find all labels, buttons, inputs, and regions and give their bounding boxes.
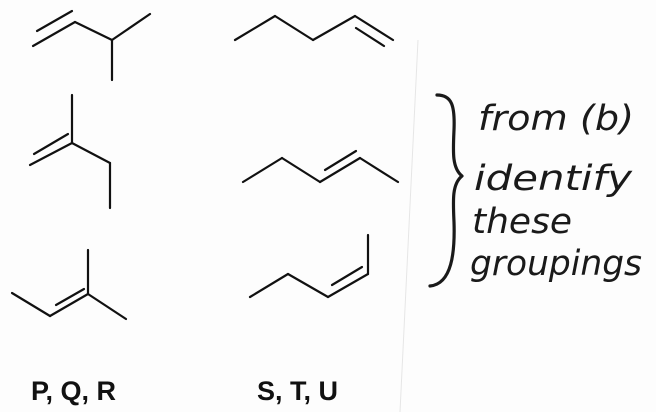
bond [31, 20, 77, 48]
bond [73, 20, 114, 42]
bond [280, 156, 322, 184]
bond [241, 156, 284, 184]
double-bond-line [330, 265, 364, 287]
bond [28, 141, 74, 167]
molecule-t: trans-pent-2-ene [241, 149, 400, 184]
bond [326, 272, 370, 299]
bond [273, 14, 315, 42]
bond [358, 156, 400, 184]
double-bond-line [323, 149, 358, 172]
bond [86, 292, 128, 321]
double-bond-line [354, 26, 386, 48]
double-bond-line [54, 287, 86, 307]
molecule-r: 2-methylbut-2-ene [10, 248, 128, 321]
bond [286, 272, 330, 299]
bond [10, 291, 52, 318]
bond [110, 12, 152, 42]
molecule-u: cis-pent-2-ene [248, 233, 370, 299]
handwritten-annotation: from (b) identify these groupings [470, 99, 642, 284]
bond [70, 141, 112, 165]
molecule-p: 3-methylbut-1-ene [31, 9, 152, 82]
annotation-line-2: identify [474, 159, 634, 199]
bond [233, 14, 277, 42]
group-label-left: P, Q, R [31, 376, 116, 406]
curly-brace-mark [428, 93, 464, 288]
molecule-s: pent-1-ene [233, 14, 395, 48]
molecule-q: 2-methylbut-1-ene [28, 93, 112, 210]
bond [311, 14, 357, 42]
bond [353, 14, 395, 42]
page-fold-line [399, 39, 419, 412]
annotation-line-4: groupings [470, 244, 642, 284]
double-bond-line [35, 9, 74, 33]
bond [248, 272, 290, 299]
bond [48, 292, 90, 318]
double-bond-line [32, 132, 70, 156]
annotation-line-3: these [472, 202, 572, 242]
annotation-line-1: from (b) [478, 99, 634, 139]
group-label-right: S, T, U [257, 376, 338, 406]
bond [318, 156, 362, 184]
